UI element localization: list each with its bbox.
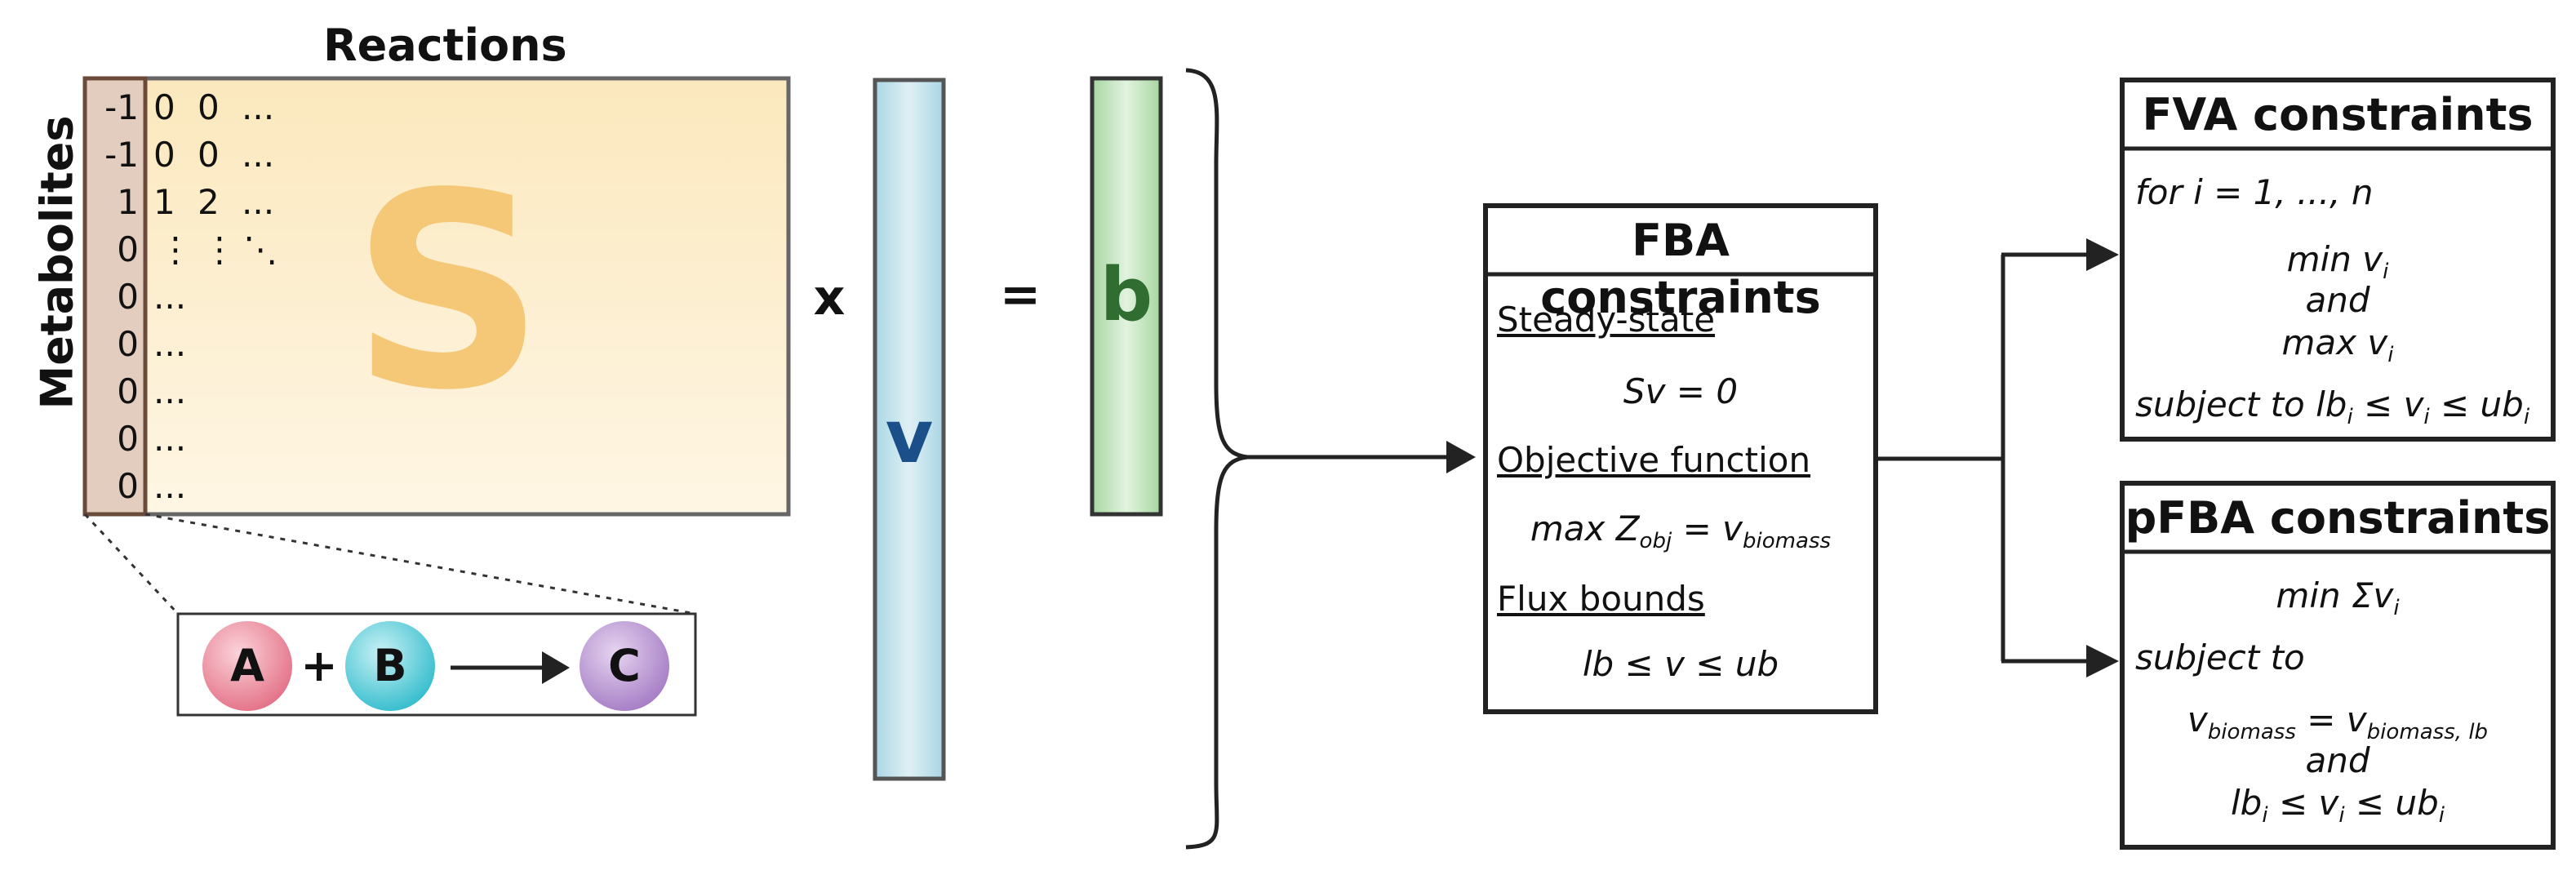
matrix-cell: 0 xyxy=(153,87,175,127)
fba-objective-heading: Objective function xyxy=(1497,440,1811,480)
matrix-cell: ... xyxy=(242,135,275,175)
pfba-biomass-eq: vbiomass = vbiomass, lb xyxy=(2187,700,2489,745)
node-a xyxy=(202,621,292,711)
matrix-cell: 0 xyxy=(117,324,139,364)
pfba-arrowhead xyxy=(2086,645,2119,677)
pfba-subject-to: subject to xyxy=(2135,637,2305,677)
matrix-cell: -1 xyxy=(104,135,139,175)
fba-bounds-heading: Flux bounds xyxy=(1497,579,1705,619)
reactions-label: Reactions xyxy=(323,20,567,71)
matrix-cell: ... xyxy=(153,466,187,506)
matrix-cell: ⋮ xyxy=(158,229,193,269)
v-vector-box xyxy=(873,78,946,781)
matrix-cell: ... xyxy=(153,419,187,459)
matrix-cell: ⋱ xyxy=(243,229,278,269)
fba-steady-state-heading: Steady-state xyxy=(1497,300,1716,340)
pfba-and: and xyxy=(2305,740,2370,780)
matrix-cell: 0 xyxy=(153,135,175,175)
fva-min: min vi xyxy=(2286,239,2389,285)
node-c-label: C xyxy=(608,640,641,691)
s-matrix-first-column xyxy=(82,76,148,517)
curly-brace xyxy=(1185,68,1248,850)
zoom-line-left xyxy=(83,513,180,615)
equals-operator: = xyxy=(999,266,1042,323)
reaction-arrowhead xyxy=(542,651,570,684)
v-vector-letter: v xyxy=(885,394,934,480)
fba-steady-state-eq: Sv = 0 xyxy=(1623,371,1739,411)
fva-max: max vi xyxy=(2281,322,2394,368)
matrix-cell: ... xyxy=(153,277,187,317)
b-vector-box xyxy=(1090,76,1163,517)
fva-subject-to: subject to lbi ≤ vi ≤ ubi xyxy=(2135,384,2530,430)
metabolites-label: Metabolites xyxy=(31,115,83,410)
node-b xyxy=(345,621,435,711)
fba-title: FBA constraints xyxy=(1540,215,1821,323)
matrix-cell: 2 xyxy=(198,182,220,222)
node-a-label: A xyxy=(230,640,264,691)
matrix-cell: ⋮ xyxy=(202,229,237,269)
pfba-title: pFBA constraints xyxy=(2125,492,2551,544)
fva-title: FVA constraints xyxy=(2142,89,2534,140)
s-matrix-letter: S xyxy=(351,135,545,449)
fva-box xyxy=(2120,78,2556,442)
matrix-cell: ... xyxy=(242,182,275,222)
matrix-cell: ... xyxy=(153,324,187,364)
matrix-cell: 0 xyxy=(117,277,139,317)
fva-and: and xyxy=(2305,280,2370,320)
matrix-cell: 1 xyxy=(117,182,139,222)
node-b-label: B xyxy=(373,640,407,691)
matrix-cell: 0 xyxy=(198,135,220,175)
pfba-box xyxy=(2120,481,2556,850)
fva-arrowhead xyxy=(2086,238,2119,271)
fba-objective-eq: max Zobj = vbiomass xyxy=(1530,509,1832,554)
matrix-cell: 1 xyxy=(153,182,175,222)
brace-arrowhead xyxy=(1446,441,1476,473)
fva-loop: for i = 1, ..., n xyxy=(2135,172,2374,212)
s-matrix-box xyxy=(82,76,791,517)
matrix-cell: ... xyxy=(153,371,187,411)
matrix-cell: 0 xyxy=(117,466,139,506)
matrix-cell: 0 xyxy=(117,229,139,269)
matrix-cell: 0 xyxy=(117,371,139,411)
times-operator: x xyxy=(813,269,846,326)
fba-box xyxy=(1483,203,1878,714)
pfba-bounds-eq: lbi ≤ vi ≤ ubi xyxy=(2231,783,2445,828)
matrix-cell: 0 xyxy=(117,419,139,459)
matrix-cell: 0 xyxy=(198,87,220,127)
matrix-cell: -1 xyxy=(104,87,139,127)
b-vector-letter: b xyxy=(1099,252,1153,338)
node-c xyxy=(580,621,669,711)
fba-bounds-eq: lb ≤ v ≤ ub xyxy=(1582,644,1779,684)
plus-sign: + xyxy=(300,640,338,691)
pfba-min: min Σvi xyxy=(2276,575,2400,621)
matrix-cell: ... xyxy=(242,87,275,127)
zoom-line-right xyxy=(144,513,696,615)
